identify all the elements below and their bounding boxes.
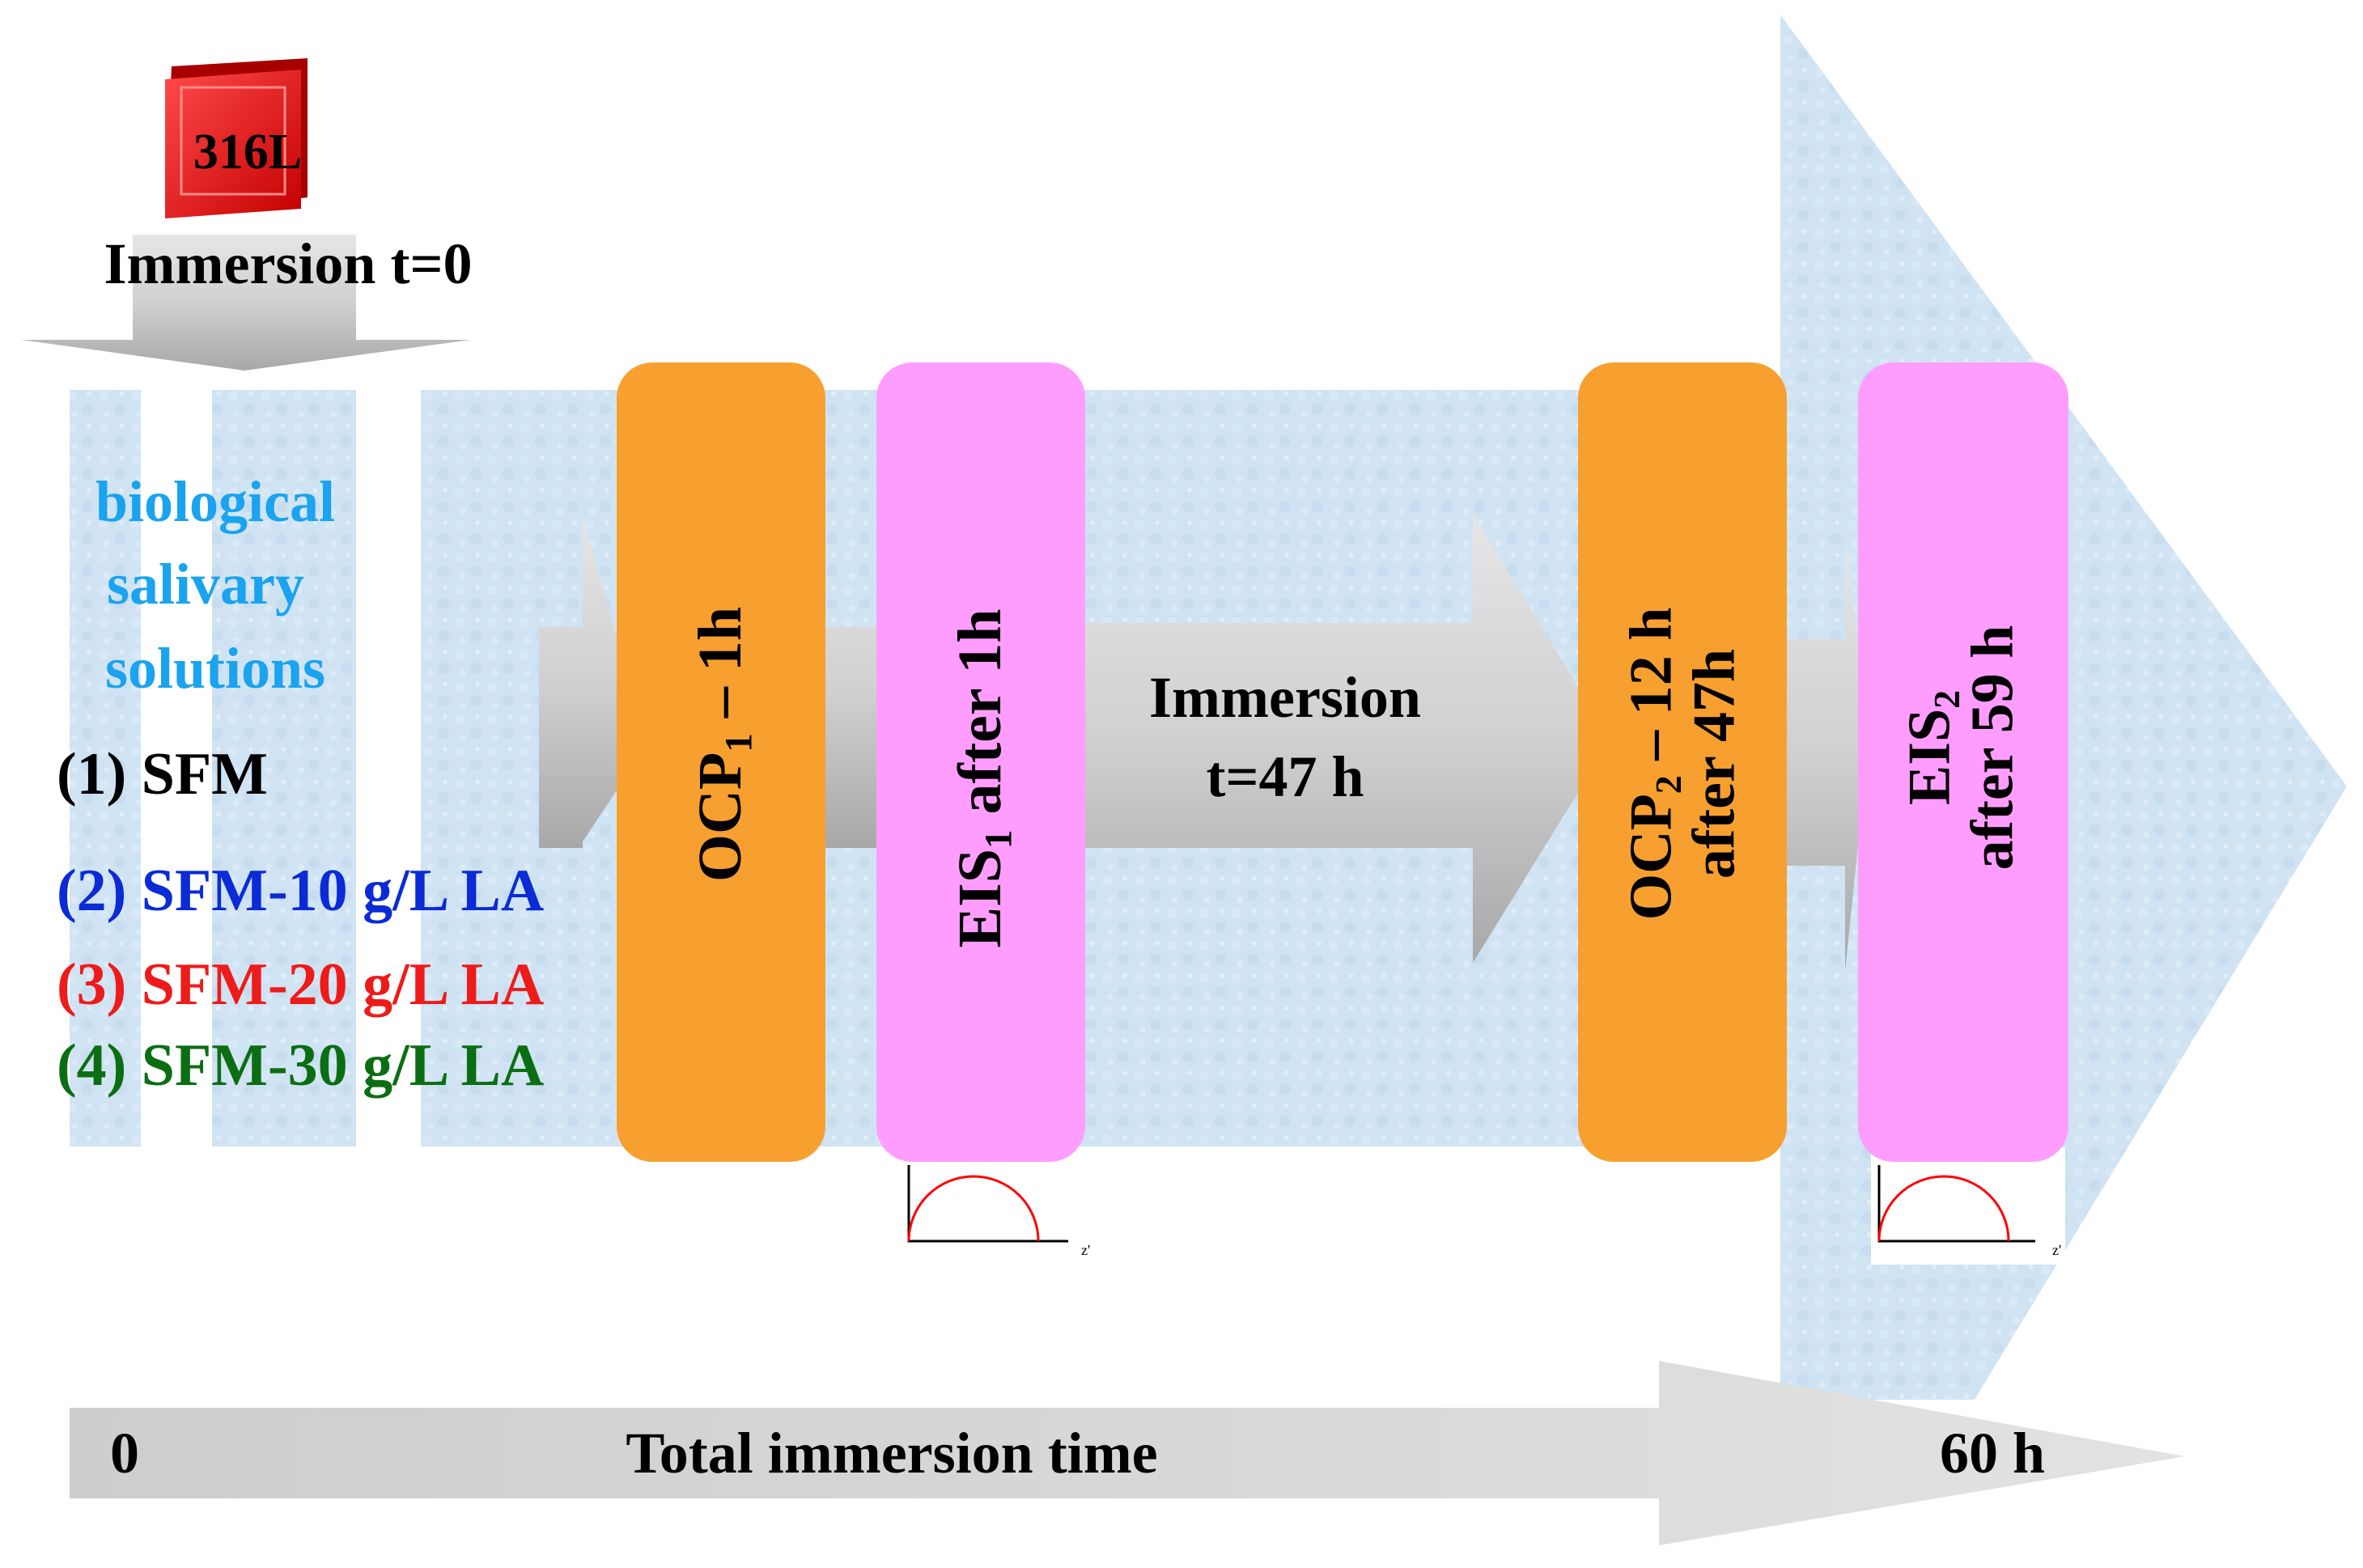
eis2-box xyxy=(1858,362,2068,1162)
arrow-immersion-47h xyxy=(1068,514,1610,963)
eis1-box xyxy=(876,362,1085,1162)
start-down-arrow xyxy=(21,235,471,371)
ocp2-box xyxy=(1578,362,1787,1162)
timeline-arrow xyxy=(70,1361,2185,1545)
immersion-47h-line-1: Immersion xyxy=(1149,665,1421,730)
eis2-label: EIS2 after 59 h xyxy=(1896,625,2026,871)
solution-item-3: (3) SFM-20 g/L LA xyxy=(57,951,545,1018)
arrow-ocp2-to-eis2 xyxy=(1780,538,1869,971)
eis1-label: EIS1 after 1h xyxy=(946,608,1020,948)
solutions-title-line-1: biological xyxy=(95,469,336,534)
band-stripe-1 xyxy=(70,390,141,1146)
solutions-title-line-3: solutions xyxy=(104,636,326,701)
ocp1-box xyxy=(617,362,825,1162)
solutions-title-line-2: salivary xyxy=(107,552,304,617)
nyquist-plot-1 xyxy=(907,1165,1068,1243)
immersion-47h-line-2: t=47 h xyxy=(1206,744,1364,809)
sample-label: 316L xyxy=(193,125,303,180)
ocp2-label: OCP2 – 12 h after 47h xyxy=(1618,607,1747,921)
ocp1-label: OCP1 – 1h xyxy=(686,606,761,883)
nyquist-1-axis-label: z' xyxy=(1081,1242,1091,1258)
nyquist-2-panel xyxy=(1871,1147,2065,1265)
nyquist-plot-2 xyxy=(1877,1165,2035,1243)
nyquist-2-axis-label: z' xyxy=(2052,1242,2062,1258)
start-immersion-label: Immersion t=0 xyxy=(104,231,473,296)
solution-item-4: (4) SFM-30 g/L LA xyxy=(57,1032,545,1099)
timeline-start-label: 0 xyxy=(110,1421,139,1485)
band-stripe-2 xyxy=(212,390,356,1146)
solution-item-2: (2) SFM-10 g/L LA xyxy=(57,858,545,924)
solution-item-1: (1) SFM xyxy=(57,741,268,807)
timeline-end-label: 60 h xyxy=(1939,1421,2046,1485)
sample-316l-block xyxy=(165,58,308,218)
timeline-title: Total immersion time xyxy=(626,1421,1158,1485)
